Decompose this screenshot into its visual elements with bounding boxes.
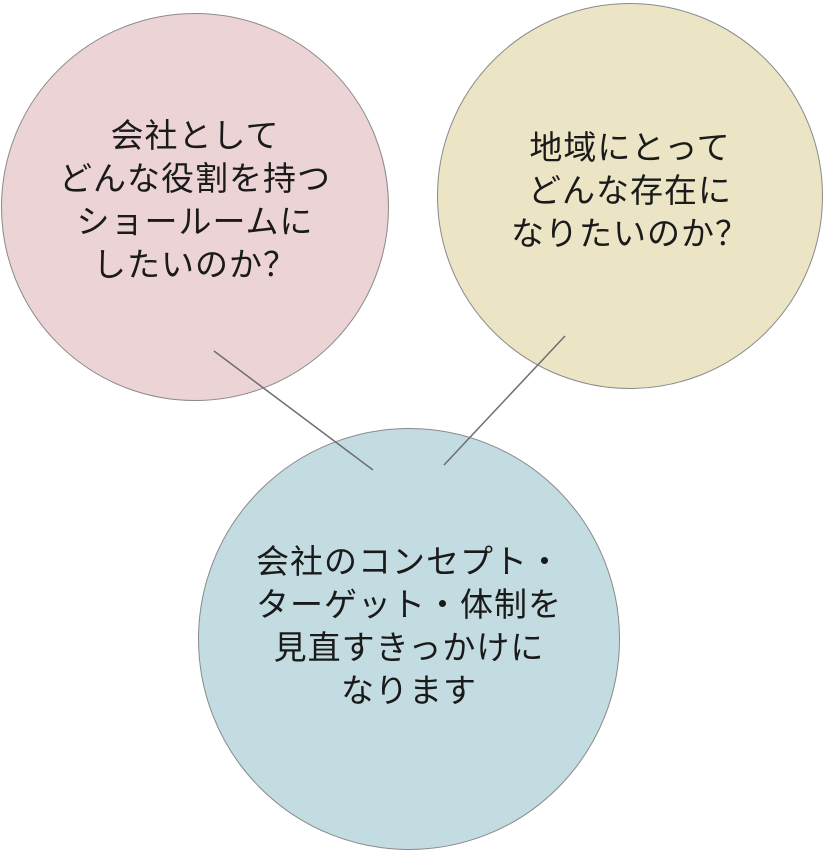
result-line-3: 見直すきっかけに	[273, 628, 545, 667]
community-question-circle: 地域にとって どんな存在に なりたいのか？	[437, 3, 823, 389]
result-circle: 会社のコンセプト・ ターゲット・体制を 見直すきっかけに なります	[198, 428, 620, 850]
role-question-circle: 会社として どんな役割を持つ ショールームに したいのか？	[1, 13, 389, 401]
community-question-line-3: なりたいのか？	[511, 213, 749, 253]
role-question-line-4: したいのか？	[93, 245, 297, 284]
result-line-2: ターゲット・体制を	[256, 585, 562, 624]
community-question-line-1: 地域にとって	[529, 127, 731, 167]
result-line-4: なります	[341, 671, 477, 710]
role-question-line-2: どんな役割を持つ	[59, 159, 331, 198]
community-question-line-2: どんな存在に	[528, 170, 732, 210]
result-text: 会社のコンセプト・ ターゲット・体制を 見直すきっかけに なります	[256, 540, 562, 712]
role-question-text: 会社として どんな役割を持つ ショールームに したいのか？	[59, 114, 331, 286]
role-question-line-1: 会社として	[110, 116, 280, 155]
result-line-1: 会社のコンセプト・	[256, 542, 562, 581]
community-question-text: 地域にとって どんな存在に なりたいのか？	[511, 126, 749, 255]
role-question-line-3: ショールームに	[76, 202, 314, 241]
